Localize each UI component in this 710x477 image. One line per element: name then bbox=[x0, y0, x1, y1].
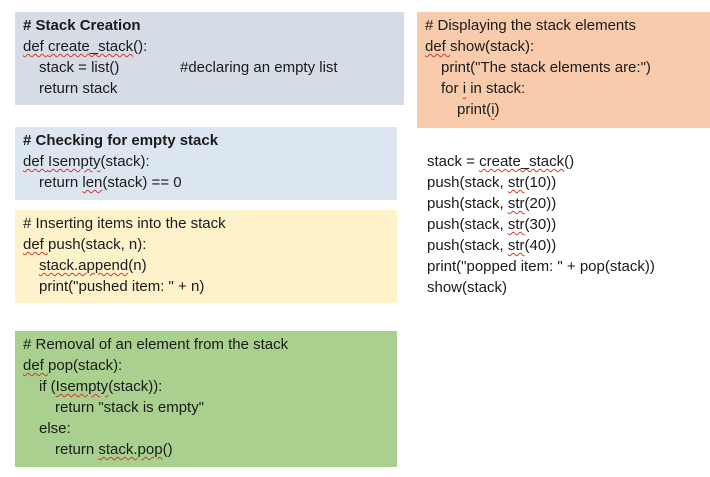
isempty-call: Isempty bbox=[55, 378, 109, 395]
driver-code-block: stack = create_stack() push(stack, str(1… bbox=[419, 148, 710, 308]
keyword-def: def bbox=[23, 236, 49, 253]
push-args: (30)) bbox=[524, 216, 557, 233]
push-call-line: push(stack, str(20)) bbox=[427, 193, 702, 214]
if-keyword: if ( bbox=[39, 378, 56, 395]
push-args: (20)) bbox=[524, 195, 557, 212]
append-call: stack.append bbox=[39, 257, 129, 274]
if-args: (stack)): bbox=[108, 378, 163, 395]
print-variable: i bbox=[491, 101, 495, 118]
function-name: Isempty bbox=[48, 153, 101, 170]
str-call: str bbox=[507, 195, 525, 212]
else-line: else: bbox=[39, 420, 71, 437]
loop-variable: i bbox=[462, 80, 467, 97]
push-call-line: push(stack, str(10)) bbox=[427, 172, 702, 193]
return-line: return stack bbox=[39, 80, 118, 97]
function-definition: def show(stack): bbox=[425, 36, 702, 57]
print-line: print("The stack elements are:") bbox=[441, 59, 651, 76]
pop-args: () bbox=[162, 441, 173, 458]
return-line: return len(stack) == 0 bbox=[23, 172, 389, 193]
block-heading: # Displaying the stack elements bbox=[425, 17, 636, 34]
assignment-prefix: stack = bbox=[427, 153, 480, 170]
for-line: for i in stack: bbox=[425, 78, 702, 99]
call-parens: () bbox=[564, 153, 575, 170]
code-line: stack = list() #declaring an empty list bbox=[23, 57, 396, 78]
block-heading: # Stack Creation bbox=[23, 17, 141, 34]
pop-call: stack.pop bbox=[98, 441, 163, 458]
show-call-line: show(stack) bbox=[427, 279, 508, 296]
push-prefix: push(stack, bbox=[427, 216, 508, 233]
push-call-line: push(stack, str(40)) bbox=[427, 235, 702, 256]
popped-print-line: print("popped item: " + pop(stack)) bbox=[427, 258, 655, 275]
str-call: str bbox=[507, 237, 525, 254]
empty-check-code-block: # Checking for empty stack def Isempty(s… bbox=[15, 127, 397, 200]
create-stack-call: create_stack bbox=[479, 153, 565, 170]
return-keyword: return bbox=[39, 174, 83, 191]
function-definition: def create_stack(): bbox=[23, 36, 396, 57]
return-keyword: return bbox=[55, 441, 99, 458]
block-heading: # Inserting items into the stack bbox=[23, 215, 226, 232]
push-prefix: push(stack, bbox=[427, 195, 508, 212]
len-call: len bbox=[82, 174, 103, 191]
print-prefix: print( bbox=[457, 101, 492, 118]
print-line: print("pushed item: " + n) bbox=[39, 278, 205, 295]
push-prefix: push(stack, bbox=[427, 174, 508, 191]
push-args: (40)) bbox=[524, 237, 557, 254]
function-definition: def pop(stack): bbox=[23, 355, 389, 376]
push-args: (10)) bbox=[524, 174, 557, 191]
function-params: (stack): bbox=[100, 153, 150, 170]
inline-comment: #declaring an empty list bbox=[180, 59, 338, 76]
str-call: str bbox=[507, 216, 525, 233]
for-keyword: for bbox=[441, 80, 463, 97]
function-definition: def Isempty(stack): bbox=[23, 151, 389, 172]
return-expression: (stack) == 0 bbox=[102, 174, 182, 191]
pop-code-block: # Removal of an element from the stack d… bbox=[15, 331, 397, 467]
code-line: stack.append(n) bbox=[23, 255, 389, 276]
str-call: str bbox=[507, 174, 525, 191]
print-suffix: ) bbox=[494, 101, 500, 118]
function-params: (): bbox=[133, 38, 148, 55]
assignment-text: stack = list() bbox=[39, 59, 120, 76]
push-call-line: push(stack, str(30)) bbox=[427, 214, 702, 235]
function-signature: pop(stack): bbox=[48, 357, 123, 374]
function-definition: def push(stack, n): bbox=[23, 234, 389, 255]
block-heading: # Checking for empty stack bbox=[23, 132, 219, 149]
push-code-block: # Inserting items into the stack def pus… bbox=[15, 210, 397, 303]
function-signature: push(stack, n): bbox=[48, 236, 147, 253]
keyword-def: def bbox=[23, 153, 49, 170]
keyword-def: def bbox=[23, 38, 49, 55]
stack-creation-code-block: # Stack Creation def create_stack(): sta… bbox=[15, 12, 404, 105]
print-line: print(i) bbox=[425, 99, 702, 120]
keyword-def: def bbox=[23, 357, 49, 374]
function-name: create_stack bbox=[48, 38, 134, 55]
if-line: if (Isempty(stack)): bbox=[23, 376, 389, 397]
keyword-def: def bbox=[425, 38, 451, 55]
show-code-block: # Displaying the stack elements def show… bbox=[417, 12, 710, 128]
return-line: return "stack is empty" bbox=[55, 399, 205, 416]
return-line: return stack.pop() bbox=[23, 439, 389, 460]
block-heading: # Removal of an element from the stack bbox=[23, 336, 289, 353]
push-prefix: push(stack, bbox=[427, 237, 508, 254]
for-rest: in stack: bbox=[466, 80, 526, 97]
function-signature: show(stack): bbox=[450, 38, 535, 55]
append-args: (n) bbox=[128, 257, 147, 274]
code-line: stack = create_stack() bbox=[427, 151, 702, 172]
